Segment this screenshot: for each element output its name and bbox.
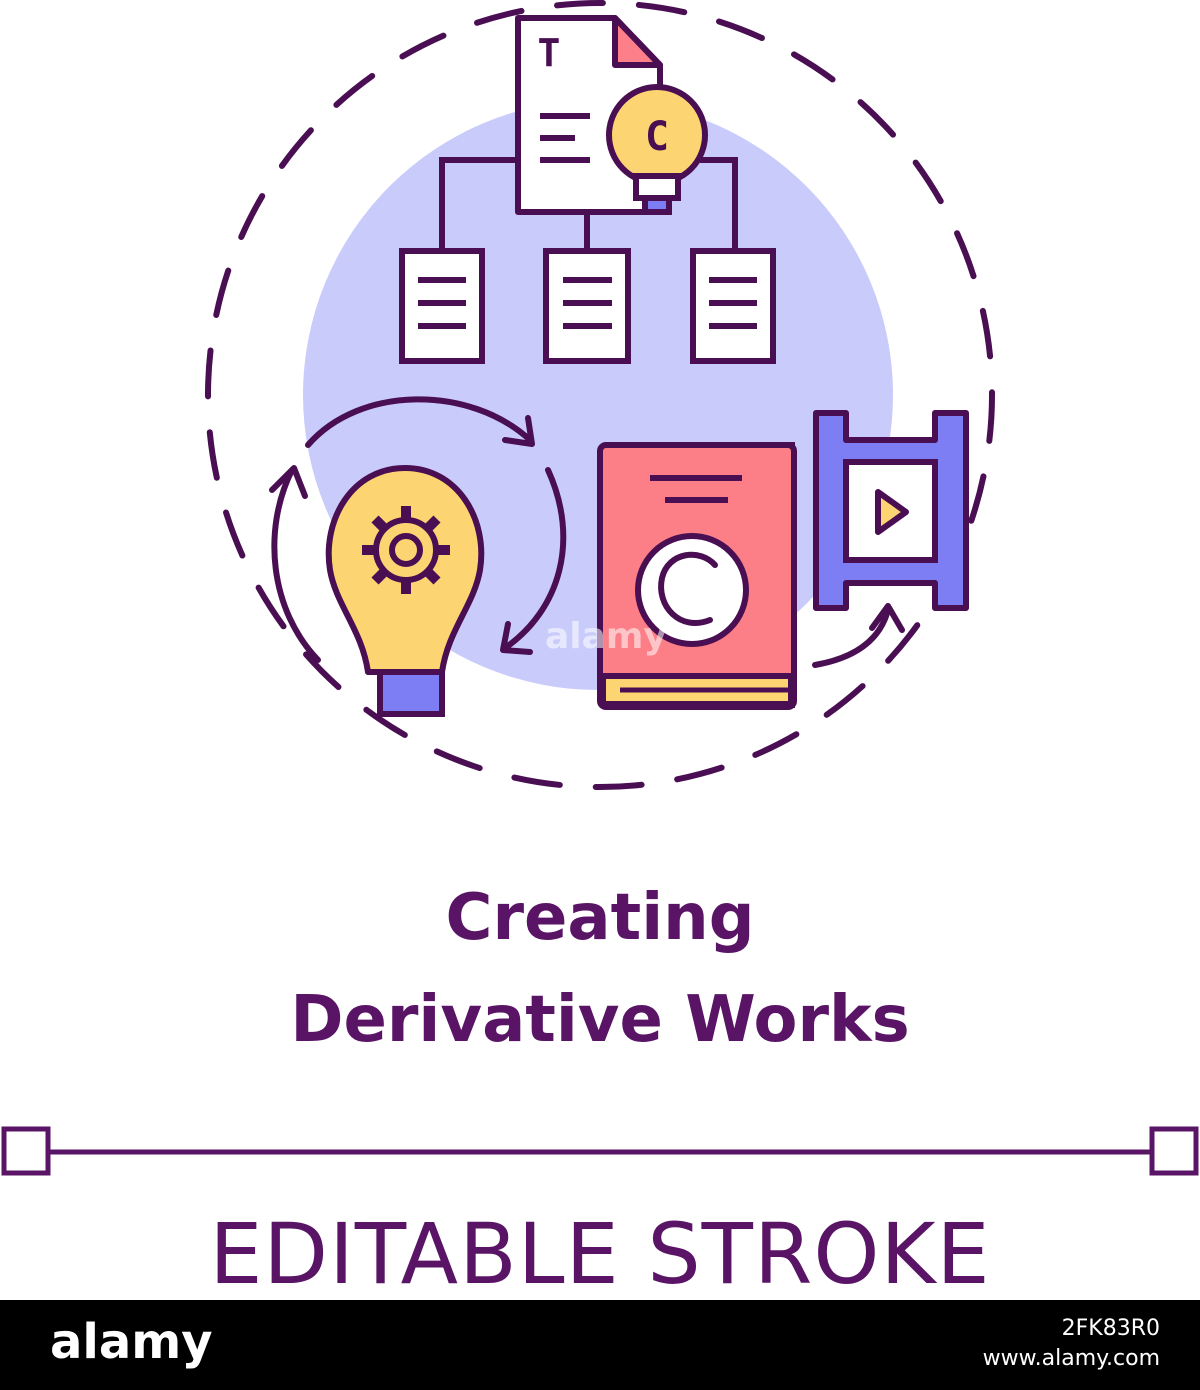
cycle-arrows-icon [269,396,567,663]
copyright-book-icon [597,442,797,710]
footer-logo[interactable]: alamy [50,1314,213,1370]
editable-stroke-bar [1,1126,1199,1176]
title-line-1: Creating [445,881,755,955]
stroke-handle-right [1149,1126,1199,1176]
bulb-badge-letter: C [645,114,669,160]
footer-info: 2FK83R0 www.alamy.com [983,1314,1160,1374]
copyright-symbol-icon [635,533,749,647]
sub-document-icon [690,248,776,364]
footer-site-link[interactable]: www.alamy.com [982,1346,1160,1371]
dashed-circle [205,0,995,790]
editable-stroke-label: EDITABLE STROKE [209,1205,991,1303]
sub-document-icon [543,248,631,364]
footer-bar: alamy 2FK83R0 www.alamy.com [0,1300,1200,1390]
book-to-film-arrow-icon [812,603,905,668]
document-letter: T [538,31,561,75]
film-strip-icon [813,410,969,611]
play-icon [875,489,909,535]
copyright-bulb-icon: C [606,84,708,215]
sub-document-icon [399,248,485,364]
gear-icon [362,506,450,594]
tree-connectors [439,157,738,250]
title-line-2: Derivative Works [290,983,910,1057]
stroke-handle-left [1,1126,51,1176]
document-icon: T [515,15,663,215]
watermark: alamy [545,616,667,657]
footer-image-id: 2FK83R0 [1061,1316,1160,1341]
concept-illustration: T C [205,0,995,790]
idea-bulb-icon [325,465,485,717]
